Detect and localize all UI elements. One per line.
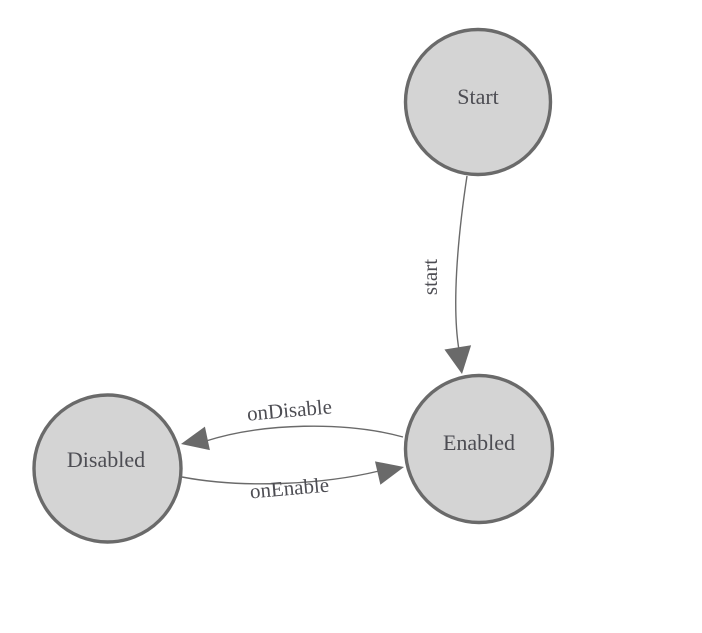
node-start-circle[interactable]: [403, 27, 553, 177]
arrowhead-into-enabled-left: [374, 461, 404, 485]
node-enabled-label: Enabled: [443, 430, 515, 455]
edge-start-to-enabled: start: [418, 175, 472, 374]
node-enabled: Enabled: [403, 373, 555, 525]
arrowhead-into-disabled: [181, 426, 210, 451]
edge-start-to-enabled-line: [455, 175, 468, 351]
node-start-label: Start: [457, 84, 499, 109]
edge-label-start: start: [418, 259, 442, 295]
node-enabled-circle[interactable]: [403, 373, 555, 525]
edge-label-onenable: onEnable: [249, 473, 330, 504]
node-disabled-label: Disabled: [67, 447, 145, 472]
edge-label-ondisable: onDisable: [246, 394, 333, 425]
edge-disabled-to-enabled-line: [181, 470, 380, 485]
edge-enabled-to-disabled: onDisable: [181, 394, 404, 451]
node-start: Start: [403, 27, 553, 177]
edge-disabled-to-enabled: onEnable: [181, 461, 404, 504]
node-disabled: Disabled: [32, 393, 183, 544]
edge-enabled-to-disabled-line: [205, 425, 404, 442]
arrowhead-into-enabled-top: [444, 345, 472, 374]
node-disabled-circle[interactable]: [32, 393, 183, 544]
